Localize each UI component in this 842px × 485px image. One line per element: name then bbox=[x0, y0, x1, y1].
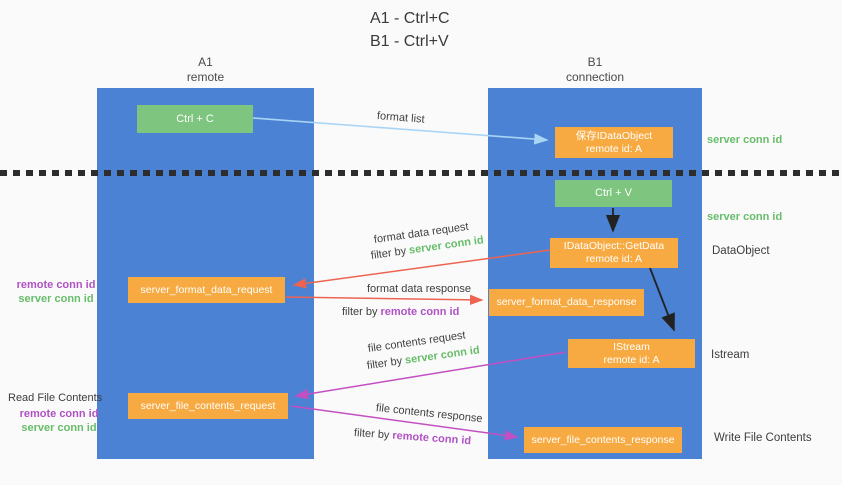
node-ctrl-v: Ctrl + V bbox=[555, 180, 672, 207]
title-line-1: A1 - Ctrl+C bbox=[370, 10, 450, 27]
label-server-conn-id-top: server conn id bbox=[707, 134, 783, 146]
node-ctrl-c-label: Ctrl + C bbox=[176, 112, 214, 125]
dotted-separator-line bbox=[0, 170, 842, 176]
node-ctrl-v-label: Ctrl + V bbox=[595, 187, 632, 199]
node-getdata: IDataObject::GetData remote id: A bbox=[550, 238, 678, 268]
left-conn-id-block-2: remote conn id server conn id bbox=[16, 408, 102, 435]
arrow-format-data-response bbox=[285, 294, 484, 306]
filter-by-text: filter by bbox=[342, 306, 378, 318]
remote-conn-id-text: remote conn id bbox=[16, 279, 96, 291]
label-format-data-response: format data response bbox=[367, 283, 471, 295]
filter-by-text: filter by bbox=[370, 245, 407, 262]
label-server-conn-id-mid: server conn id bbox=[707, 211, 783, 223]
node-getdata-line1: IDataObject::GetData bbox=[563, 240, 665, 252]
label-write-file-contents: Write File Contents bbox=[714, 432, 812, 444]
label-istream: Istream bbox=[711, 349, 750, 361]
node-ctrl-c: Ctrl + C bbox=[137, 105, 253, 133]
node-server-file-contents-response-label: server_file_contents_response bbox=[531, 433, 675, 446]
right-column-role: connection bbox=[565, 70, 625, 84]
title-line-2: B1 - Ctrl+V bbox=[370, 33, 449, 50]
label-read-file-contents: Read File Contents bbox=[8, 392, 103, 404]
node-save-dataobject-line2: remote id: A bbox=[585, 142, 643, 155]
node-save-dataobject-line1: 保存IDataObject bbox=[575, 129, 653, 142]
node-server-format-data-response-label: server_format_data_response bbox=[496, 296, 637, 308]
left-column-role: remote bbox=[186, 70, 225, 84]
filter-by-text: filter by bbox=[366, 355, 403, 372]
node-server-file-contents-request: server_file_contents_request bbox=[128, 393, 288, 419]
left-column-name: A1 bbox=[198, 55, 213, 69]
right-column-name: B1 bbox=[587, 55, 603, 69]
filter-by-text: filter by bbox=[353, 427, 390, 442]
label-file-contents-response: file contents response bbox=[375, 402, 484, 426]
server-conn-id-text: server conn id bbox=[21, 421, 97, 434]
node-server-format-data-request: server_format_data_request bbox=[128, 277, 285, 303]
diagram-title: A1 - Ctrl+C B1 - Ctrl+V bbox=[370, 7, 450, 53]
remote-conn-id-text: remote conn id bbox=[19, 408, 99, 420]
label-format-list: format list bbox=[376, 110, 426, 126]
remote-conn-id-text: remote conn id bbox=[391, 429, 472, 448]
server-conn-id-text: server conn id bbox=[18, 292, 94, 305]
node-istream-line1: IStream bbox=[613, 340, 650, 353]
node-getdata-line2: remote id: A bbox=[585, 253, 643, 265]
left-column-header: A1 remote bbox=[97, 55, 314, 85]
node-save-dataobject: 保存IDataObject remote id: A bbox=[555, 127, 673, 158]
remote-conn-id-text: remote conn id bbox=[380, 306, 460, 318]
label-dataobject: DataObject bbox=[712, 245, 770, 257]
node-server-file-contents-response: server_file_contents_response bbox=[524, 427, 682, 453]
node-istream: IStream remote id: A bbox=[568, 339, 695, 368]
right-column-header: B1 connection bbox=[488, 55, 702, 85]
left-conn-id-block-1: remote conn id server conn id bbox=[13, 279, 99, 306]
node-istream-line2: remote id: A bbox=[603, 353, 660, 366]
node-server-format-data-request-label: server_format_data_request bbox=[140, 283, 273, 296]
node-server-file-contents-request-label: server_file_contents_request bbox=[140, 399, 276, 412]
node-server-format-data-response: server_format_data_response bbox=[489, 289, 644, 316]
